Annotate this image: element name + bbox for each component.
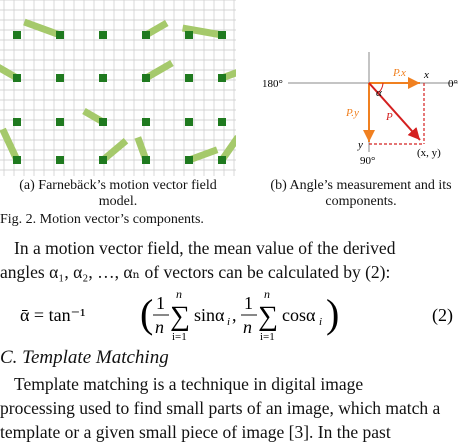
grid-square xyxy=(185,118,193,126)
paragraph2-line3: template or a given small piece of image… xyxy=(0,422,391,442)
point-xy-label: (x, y) xyxy=(417,147,441,159)
equation-term1-sub: i xyxy=(227,316,230,328)
motion-vector-bar xyxy=(23,18,62,39)
paragraph1-line2: angles α₁, α₂, …, αₙ of vectors can be c… xyxy=(0,262,391,282)
grid-square xyxy=(185,74,193,82)
motion-vector-field-figure xyxy=(0,0,236,176)
grid-square xyxy=(185,156,193,164)
paragraph2-line2: processing used to find small parts of a… xyxy=(0,398,441,418)
grid-square xyxy=(142,156,150,164)
equation-frac1-den: n xyxy=(155,317,164,337)
motion-vector-bar xyxy=(0,127,21,162)
grid-square xyxy=(99,156,107,164)
grid-square xyxy=(13,118,21,126)
p-label: P xyxy=(385,111,393,123)
grid-square xyxy=(56,74,64,82)
figure-b-caption: (b) Angle’s measurement and its componen… xyxy=(248,178,474,210)
grid-square xyxy=(13,31,21,39)
grid-square xyxy=(13,74,21,82)
p-vector-arrow xyxy=(368,82,421,141)
equation-term2-sub: i xyxy=(319,316,322,328)
grid-square xyxy=(13,156,21,164)
figure-b-caption-line1: (b) Angle’s measurement and its xyxy=(270,178,452,193)
equation-number: (2) xyxy=(432,305,453,326)
equation-term2: cosα xyxy=(282,305,316,325)
motion-vector-bar xyxy=(144,19,169,39)
grid-square xyxy=(56,156,64,164)
px-label: P.x xyxy=(392,67,406,79)
equation-term1: sinα xyxy=(194,305,225,325)
equation-left-paren: ( xyxy=(140,291,153,336)
equation-frac2-den: n xyxy=(243,317,252,337)
equation-right-paren: ) xyxy=(326,291,339,336)
grid-square xyxy=(56,118,64,126)
grid-square xyxy=(142,74,150,82)
motion-vector-bar xyxy=(100,138,129,163)
py-label: P.y xyxy=(345,107,359,119)
x-axis-label: x xyxy=(423,69,429,81)
grid-square xyxy=(218,156,226,164)
equation-frac1-num: 1 xyxy=(156,293,165,313)
angle-180-label: 180° xyxy=(262,78,283,90)
motion-vector-bar xyxy=(0,59,19,82)
alpha-label: α xyxy=(376,87,382,99)
motion-vector-bar xyxy=(144,59,174,82)
grid-square xyxy=(99,118,107,126)
equation-frac2-num: 1 xyxy=(244,293,253,313)
vector-bars xyxy=(0,18,236,164)
paragraph1-line1: In a motion vector field, the mean value… xyxy=(14,238,396,258)
grid-squares xyxy=(13,31,226,164)
motion-vector-bar xyxy=(181,24,223,39)
equation-lhs: ᾱ = tan⁻¹ xyxy=(20,305,85,325)
motion-vector-bar xyxy=(219,135,236,163)
equation-sum2-symbol: ∑ xyxy=(258,301,278,332)
figure-a-caption-line2: model. xyxy=(98,194,138,209)
motion-vector-bar xyxy=(220,65,236,82)
grid-square xyxy=(218,118,226,126)
alpha-arc xyxy=(377,82,384,94)
angle-diagram: 180° 0° 90° P.x P.y P α x y (x, y) xyxy=(262,52,458,167)
figure-caption: Fig. 2. Motion vector’s components. xyxy=(0,212,204,227)
equation-sum1-symbol: ∑ xyxy=(170,301,190,332)
grid-square xyxy=(185,31,193,39)
angle-90-label: 90° xyxy=(360,155,375,167)
grid-square xyxy=(142,118,150,126)
figure-a-caption-line1: (a) Farnebäck’s motion vector field xyxy=(19,178,217,193)
equation-sum1-bottom: i=1 xyxy=(172,331,187,343)
equation-sum2-top: n xyxy=(264,287,270,301)
grid-square xyxy=(56,31,64,39)
motion-vector-bar xyxy=(134,136,150,162)
equation-sum1-top: n xyxy=(176,287,182,301)
motion-vector-bar xyxy=(187,146,219,164)
y-axis-label: y xyxy=(357,139,363,151)
figure-b-caption-line2: components. xyxy=(325,194,397,209)
equation-comma: , xyxy=(232,305,237,325)
figure-a-caption: (a) Farnebäck’s motion vector field mode… xyxy=(0,178,236,210)
paragraph2-line1: Template matching is a technique in digi… xyxy=(14,374,364,394)
section-heading: C. Template Matching xyxy=(0,347,169,368)
grid-square xyxy=(218,74,226,82)
grid-square xyxy=(99,74,107,82)
grid-square xyxy=(142,31,150,39)
equation-2: ᾱ = tan⁻¹ ( 1 n n ∑ i=1 sinα i , 1 n n ∑… xyxy=(20,287,453,343)
grid-square xyxy=(218,31,226,39)
angle-0-label: 0° xyxy=(448,78,458,90)
equation-sum2-bottom: i=1 xyxy=(260,331,275,343)
grid-square xyxy=(99,31,107,39)
